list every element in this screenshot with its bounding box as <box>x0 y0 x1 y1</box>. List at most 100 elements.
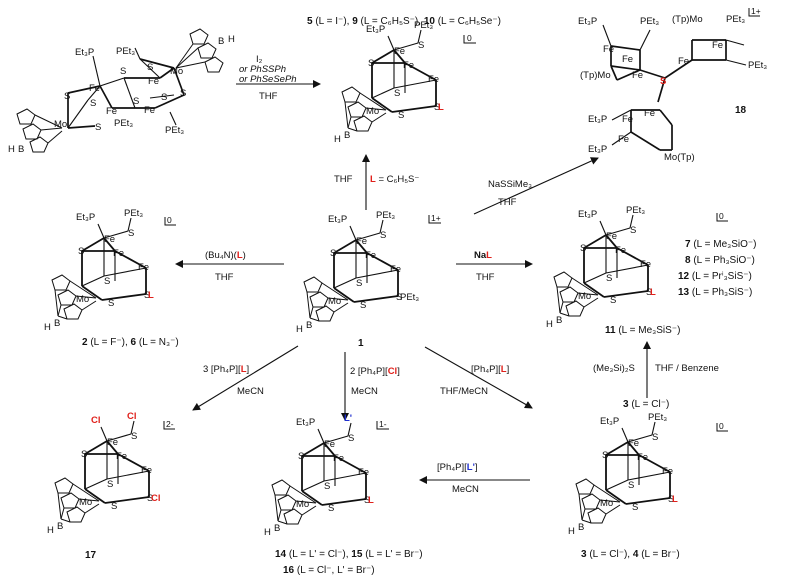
svg-text:PEt₃: PEt₃ <box>400 292 419 303</box>
svg-text:Fe: Fe <box>356 236 367 247</box>
svg-text:H: H <box>568 526 575 537</box>
charge-14: 1- <box>379 419 387 429</box>
svg-text:Fe: Fe <box>403 60 414 71</box>
svg-text:S: S <box>95 122 101 133</box>
reagent-3ph4pl: 3 [Ph₄P][L] <box>203 364 249 375</box>
cluster-1-bonds <box>303 219 399 322</box>
svg-text:H: H <box>296 324 303 335</box>
svg-text:B: B <box>57 521 63 532</box>
svg-text:H: H <box>44 322 51 333</box>
svg-text:Fe: Fe <box>144 105 155 116</box>
svg-text:Fe: Fe <box>113 248 124 259</box>
svg-text:S: S <box>668 494 674 505</box>
svg-text:Cl: Cl <box>127 411 137 422</box>
svg-text:PEt₃: PEt₃ <box>114 118 133 129</box>
charge-17: 2- <box>166 419 174 429</box>
reagent-nassime3: NaSSiMe₃ <box>488 179 532 190</box>
svg-text:B: B <box>556 315 562 326</box>
svg-text:(Tp)Mo: (Tp)Mo <box>672 14 703 25</box>
label-12: 12 (L = Prⁱ₃SiS⁻) <box>678 271 752 282</box>
cluster-3-bonds <box>575 421 671 524</box>
arrow-to-18 <box>473 157 599 215</box>
label-11: 11 (L = Me₃SiS⁻) <box>605 325 680 336</box>
cluster-14-bonds <box>271 422 367 525</box>
svg-text:Et₃P: Et₃P <box>366 24 385 35</box>
label-1: 1 <box>358 338 364 349</box>
svg-text:S: S <box>90 98 96 109</box>
svg-text:S: S <box>396 292 402 303</box>
reagent-ph4plp: [Ph₄P][L'] <box>437 462 477 473</box>
svg-text:B: B <box>54 318 60 329</box>
svg-text:Mo(Tp): Mo(Tp) <box>664 152 695 163</box>
reagent-up-thf: THF <box>334 174 353 185</box>
svg-text:Et₃P: Et₃P <box>75 47 94 58</box>
svg-text:Fe: Fe <box>606 231 617 242</box>
svg-text:S: S <box>328 503 334 514</box>
reagent-ph4plp-solv: MeCN <box>452 484 479 495</box>
svg-text:Fe: Fe <box>662 466 673 477</box>
svg-text:Fe: Fe <box>678 56 689 67</box>
svg-text:S: S <box>394 88 400 99</box>
cluster-2-bonds <box>51 217 147 320</box>
svg-text:L': L' <box>344 413 352 424</box>
svg-text:Et₃P: Et₃P <box>578 16 597 27</box>
svg-text:L: L <box>438 102 444 113</box>
svg-text:L: L <box>368 495 374 506</box>
svg-text:S: S <box>356 278 362 289</box>
svg-text:Mo: Mo <box>79 497 92 508</box>
svg-text:S: S <box>78 246 84 257</box>
cluster-18 <box>602 24 747 151</box>
reagent-me3si2s: (Me₃Si)₂S <box>593 363 635 374</box>
svg-text:S: S <box>660 76 666 87</box>
svg-text:Fe: Fe <box>89 83 100 94</box>
label-3-cl: 3 (L = Cl⁻) <box>623 399 669 410</box>
svg-text:Fe: Fe <box>116 451 127 462</box>
reagent-bu4n-thf: THF <box>215 272 234 283</box>
svg-text:Fe: Fe <box>632 70 643 81</box>
svg-text:Fe: Fe <box>428 74 439 85</box>
reagent-bu4n: (Bu₄N)(L) <box>205 250 246 261</box>
svg-text:Fe: Fe <box>365 250 376 261</box>
svg-text:Fe: Fe <box>640 259 651 270</box>
svg-text:PEt₃: PEt₃ <box>640 16 659 27</box>
svg-text:Fe: Fe <box>324 439 335 450</box>
svg-text:Et₃P: Et₃P <box>76 212 95 223</box>
svg-text:Fe: Fe <box>622 54 633 65</box>
svg-text:S: S <box>133 96 139 107</box>
svg-text:S: S <box>580 243 586 254</box>
cluster-18-labels: Et₃P PEt₃ Fe Fe Fe (Tp)Mo (Tp)Mo PEt₃ Fe… <box>578 14 767 163</box>
svg-text:S: S <box>180 88 186 99</box>
svg-text:Fe: Fe <box>603 44 614 55</box>
svg-text:S: S <box>632 502 638 513</box>
svg-text:S: S <box>108 298 114 309</box>
svg-text:S: S <box>418 40 424 51</box>
svg-text:S: S <box>64 91 70 102</box>
label-3-4: 3 (L = Cl⁻), 4 (L = Br⁻) <box>581 549 680 560</box>
dimer-cluster <box>16 28 224 153</box>
svg-text:B: B <box>344 130 350 141</box>
svg-text:H: H <box>8 144 15 155</box>
charge-11: 0 <box>719 211 724 221</box>
svg-text:PEt₃: PEt₃ <box>124 208 143 219</box>
svg-text:H: H <box>47 525 54 536</box>
svg-text:Mo: Mo <box>54 119 67 130</box>
reagent-ph4pl-solv: THF/MeCN <box>440 386 488 397</box>
svg-text:Fe: Fe <box>138 262 149 273</box>
svg-text:S: S <box>652 432 658 443</box>
svg-text:PEt₃: PEt₃ <box>165 125 184 136</box>
reagent-phssph: or PhSSPh <box>239 64 286 75</box>
label-2-6: 2 (L = F⁻), 6 (L = N₃⁻) <box>82 337 179 348</box>
charge-18: 1+ <box>751 6 761 16</box>
svg-text:S: S <box>120 66 126 77</box>
svg-text:S: S <box>368 58 374 69</box>
svg-text:Mo: Mo <box>170 66 183 77</box>
svg-text:Et₃P: Et₃P <box>588 144 607 155</box>
svg-text:S: S <box>380 230 386 241</box>
svg-text:Mo: Mo <box>600 498 613 509</box>
svg-text:S: S <box>398 110 404 121</box>
label-16: 16 (L = Cl⁻, L' = Br⁻) <box>283 565 375 576</box>
svg-text:Mo: Mo <box>366 106 379 117</box>
